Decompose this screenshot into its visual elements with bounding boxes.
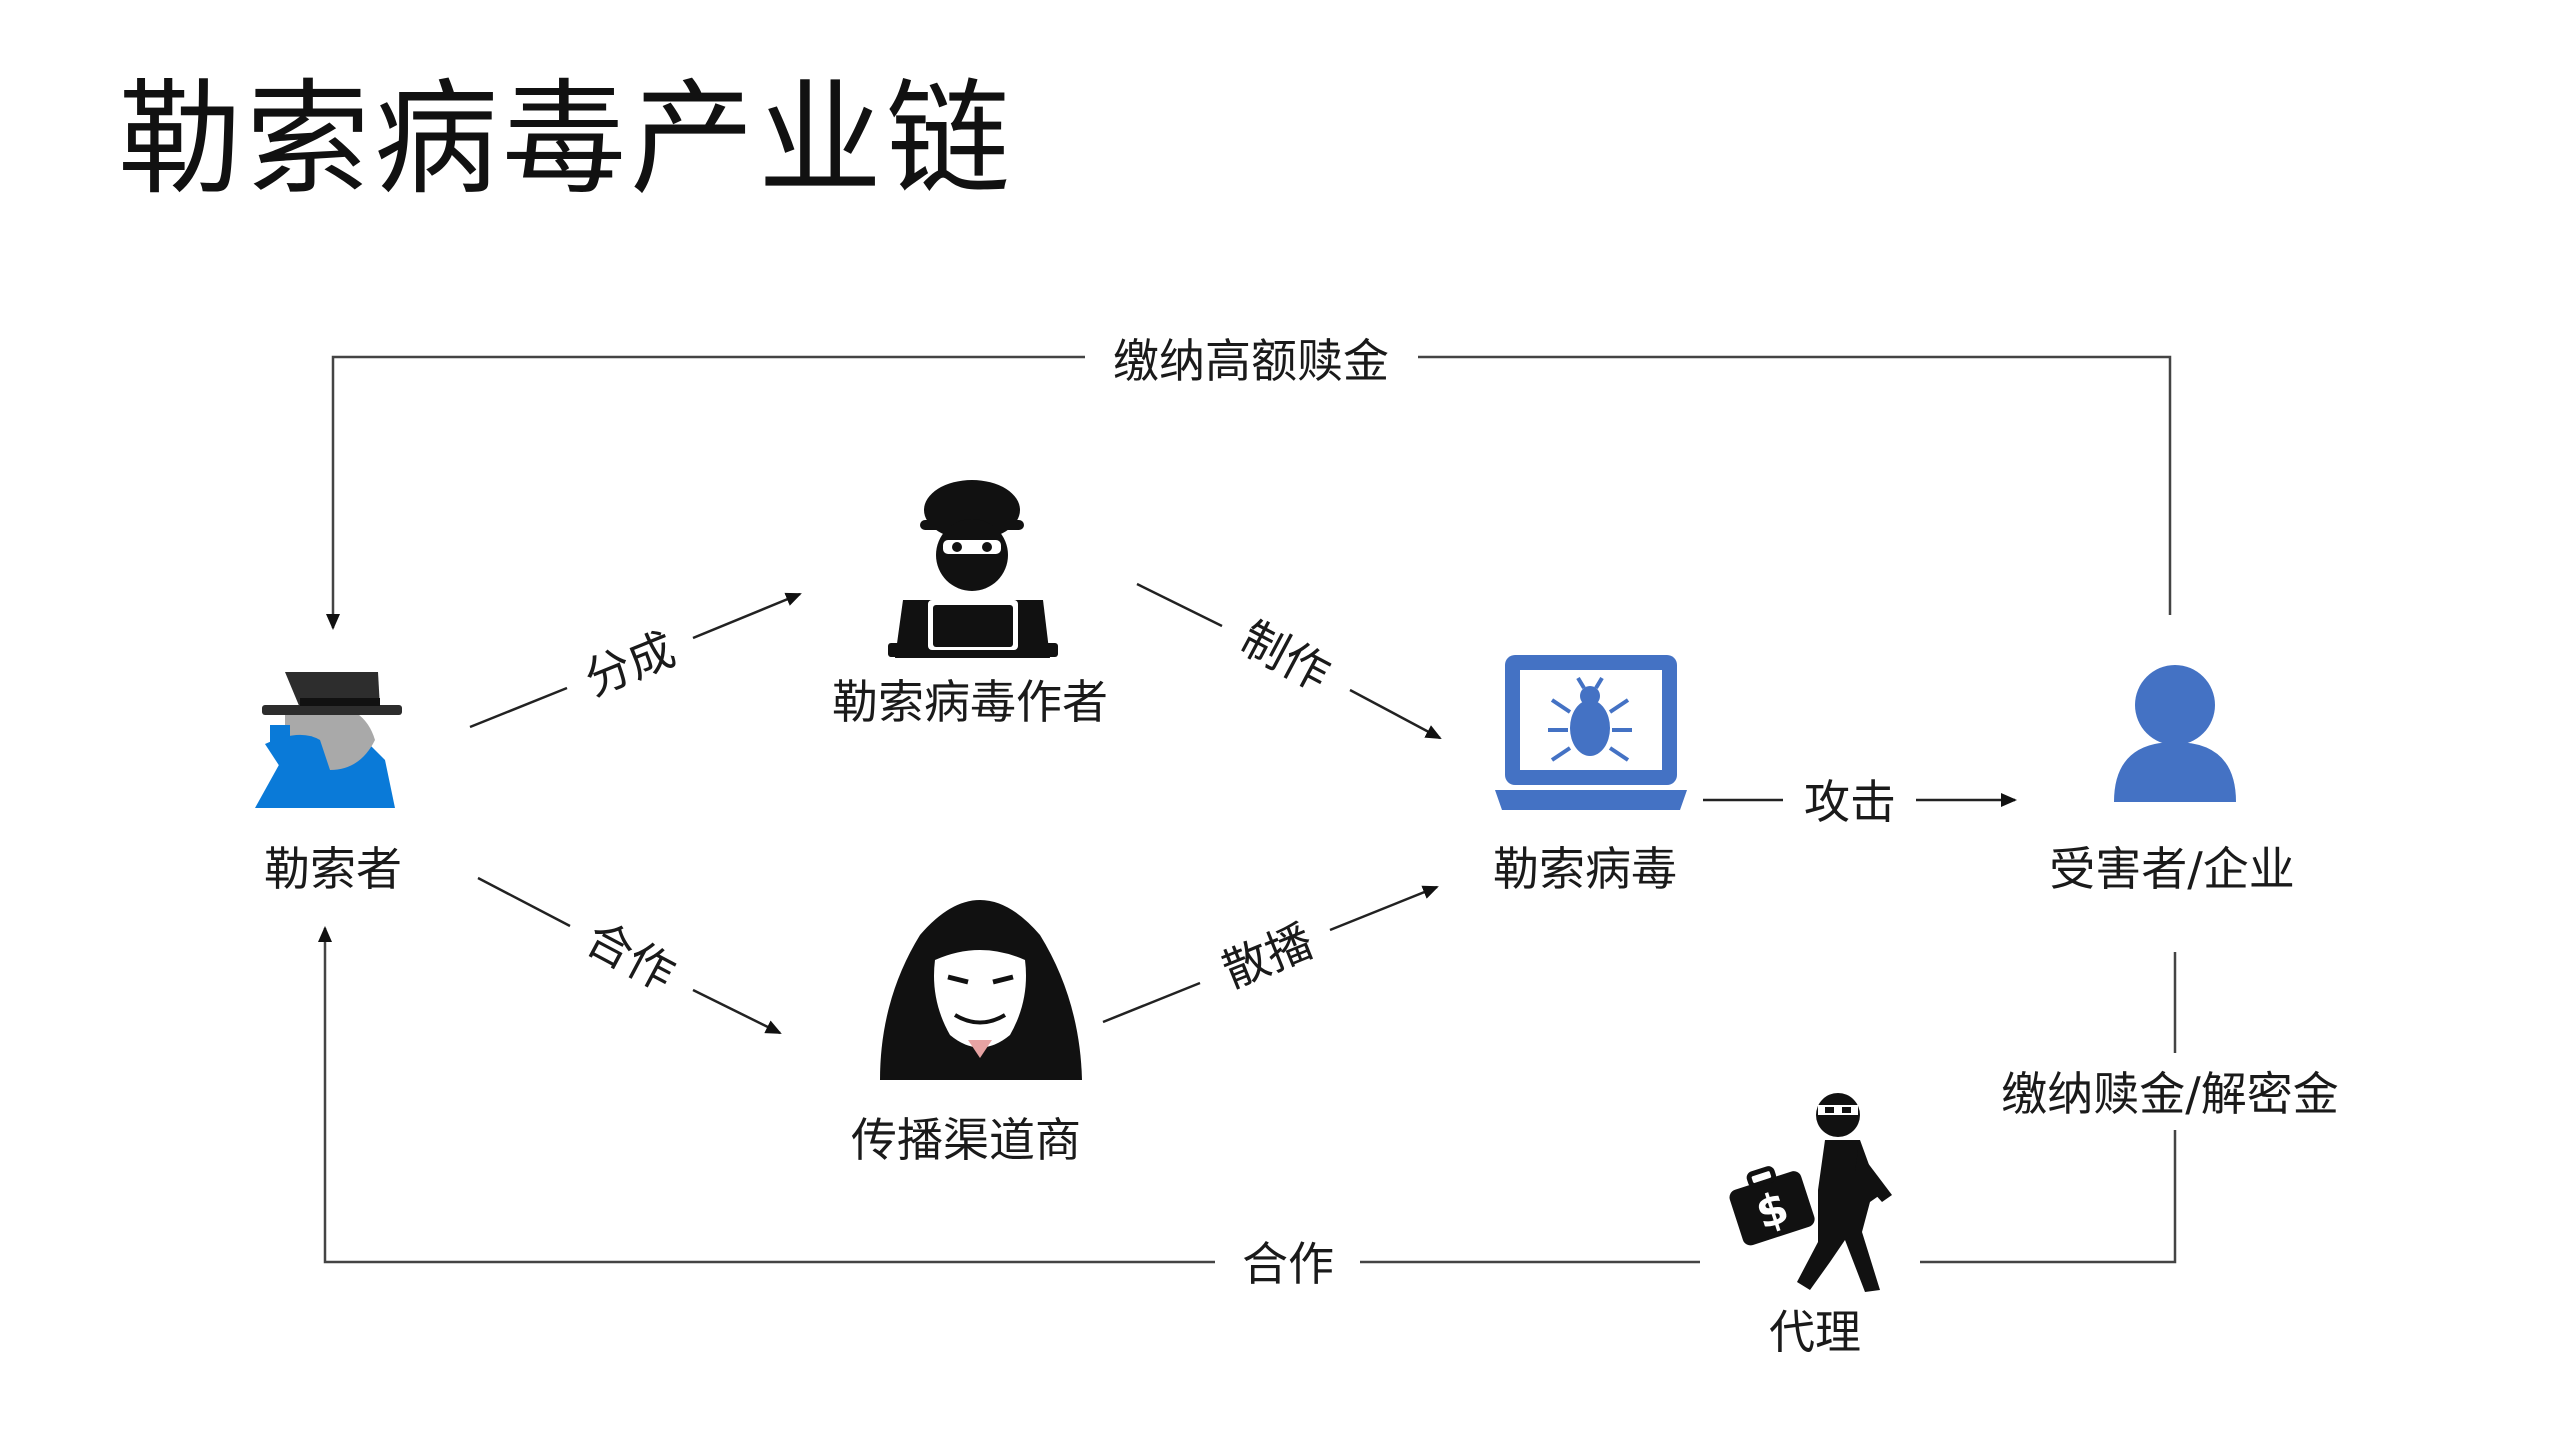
node-virus: 勒索病毒	[1493, 655, 1687, 896]
node-agent: $ 代理	[1729, 1093, 1892, 1359]
node-label-distributor: 传播渠道商	[851, 1113, 1081, 1167]
edge-attack: 攻击	[1703, 775, 2017, 829]
node-distributor: 传播渠道商	[851, 900, 1082, 1167]
laptop-bug-icon	[1495, 655, 1687, 810]
edge-label-spread: 散播	[1215, 914, 1321, 999]
edge-label-pay-decrypt: 缴纳赎金/解密金	[2001, 1067, 2339, 1121]
edge-label-cooperate-bottom: 合作	[1242, 1237, 1334, 1291]
edge-label-share-profit: 分成	[577, 622, 683, 707]
node-label-victim: 受害者/企业	[2049, 842, 2295, 896]
edge-ransom-high: 缴纳高额赎金	[326, 334, 2172, 630]
edge-label-cooperate-top: 合作	[577, 911, 684, 1002]
node-author: 勒索病毒作者	[832, 480, 1108, 729]
edge-make: 制作	[1136, 582, 1442, 740]
node-label-agent: 代理	[1769, 1305, 1861, 1359]
node-label-virus: 勒索病毒	[1493, 842, 1677, 896]
edge-share-profit: 分成	[469, 592, 802, 729]
edge-cooperate-top: 合作	[477, 876, 782, 1035]
page-title: 勒索病毒产业链	[118, 68, 1015, 212]
node-extortioner: 勒索者	[255, 672, 402, 896]
edge-label-attack: 攻击	[1804, 775, 1896, 829]
person-icon	[2114, 665, 2236, 802]
edge-label-make: 制作	[1232, 611, 1339, 702]
node-victim: 受害者/企业	[2049, 665, 2295, 896]
node-label-extortioner: 勒索者	[264, 842, 402, 896]
hat-hacker-icon	[255, 672, 402, 808]
edge-spread: 散播	[1102, 885, 1439, 1024]
masked-hacker-laptop-icon	[888, 480, 1058, 658]
edge-pay-decrypt: 缴纳赎金/解密金	[1920, 952, 2339, 1264]
edge-label-ransom-high: 缴纳高额赎金	[1113, 334, 1389, 388]
edge-cooperate-bottom: 合作	[318, 926, 1700, 1291]
node-label-author: 勒索病毒作者	[832, 675, 1108, 729]
guy-fawkes-hooded-icon	[880, 900, 1082, 1080]
thief-money-bag-icon: $	[1729, 1093, 1892, 1292]
